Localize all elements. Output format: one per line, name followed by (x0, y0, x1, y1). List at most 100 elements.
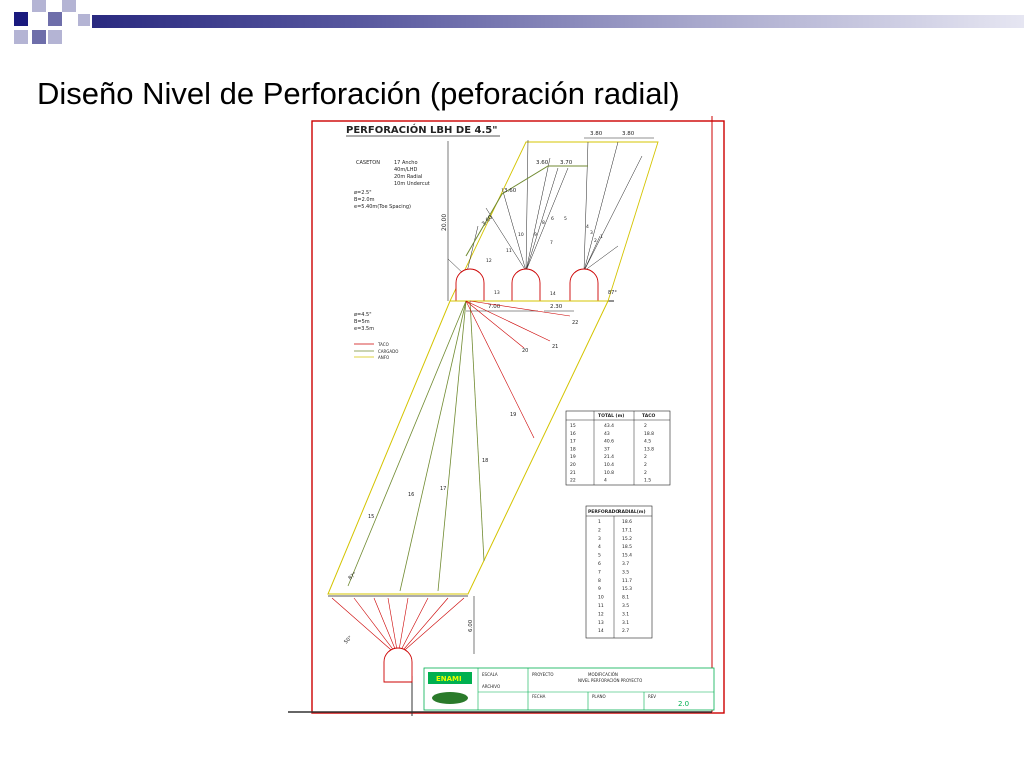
lower-hole (387, 597, 399, 657)
table-total-cell: 43.4 (604, 423, 614, 429)
gallery-2 (511, 268, 541, 302)
dim-a3: 50° (343, 635, 354, 646)
table-radial-cell: 3 (598, 536, 601, 542)
table-total-cell: 20 (570, 462, 576, 468)
logo-mark (432, 692, 468, 704)
table-total-cell: 10.4 (604, 462, 614, 468)
deco-square-6 (62, 0, 76, 12)
lower-hole (397, 597, 429, 657)
upper-fan-charge (465, 165, 588, 257)
long-holes-charge (347, 300, 485, 592)
dim-h600: 6.00 (468, 619, 474, 632)
cad-drawing: PERFORACIÓN LBH DE 4.5" CASETON 17 Ancho… (288, 116, 725, 716)
tb-proyecto: PROYECTO (532, 672, 553, 677)
gallery-1 (455, 268, 485, 302)
deco-square-7 (48, 30, 62, 44)
table-radial-cell: 2 (598, 527, 601, 533)
hole-line (583, 245, 619, 272)
hole-line (525, 167, 569, 272)
header-decoration (0, 0, 1024, 60)
table-radial-header-1: PERFORADO (588, 509, 619, 515)
logo-plate (428, 672, 472, 684)
table-total-border (565, 410, 671, 486)
table-radial-cell: 13 (598, 620, 604, 626)
table-total-header-taco: TACO (642, 413, 656, 419)
param-top-3: e=5.40m(Toe Spacing) (354, 204, 411, 210)
lower-hole (397, 597, 465, 657)
logo-text: ENAMI (436, 675, 462, 683)
label-hole-8: 8 (542, 220, 545, 226)
param-mid-3: e=3.5m (354, 326, 374, 332)
table-radial-cell: 3.7 (622, 561, 629, 567)
gallery-lower (383, 647, 413, 683)
table-total-cell: 18.8 (644, 431, 654, 437)
label-hole-15: 15 (368, 514, 374, 520)
slide-title: Diseño Nivel de Perforación (peforación … (37, 76, 680, 111)
label-hole-14: 14 (550, 291, 556, 297)
table-total-cell: 2 (644, 454, 647, 460)
lower-hole (397, 597, 409, 657)
long-hole-15 (347, 300, 467, 587)
dim-d2: 3.80 (622, 131, 635, 137)
table-radial-cell: 15.3 (622, 586, 632, 592)
legend: TACO CARGADO ANFO (354, 342, 398, 360)
lower-hole (373, 597, 399, 657)
table-radial-cell: 15.2 (622, 536, 632, 542)
table-total-cell: 17 (570, 439, 576, 445)
titleblock-border (423, 667, 715, 711)
table-radial-cell: 11.7 (622, 578, 632, 584)
drawing-heading: PERFORACIÓN LBH DE 4.5" (346, 123, 497, 136)
hole-line (485, 207, 527, 272)
table-total-cell: 21.4 (604, 454, 614, 460)
tb-value6: REV (648, 694, 656, 699)
tb-value3: NIVEL PERFORACIÓN PROYECTO (578, 678, 642, 683)
hole-line (583, 141, 589, 272)
table-radial-cell: 3.5 (622, 603, 629, 609)
dim-d4: 3.70 (560, 160, 573, 166)
table-total-cell: 15 (570, 423, 576, 429)
tb-value7: 2.0 (678, 700, 689, 708)
long-hole-21 (465, 300, 551, 342)
hole-line (465, 225, 479, 277)
legend-taco: TACO (377, 342, 389, 347)
table-radial-cell: 18.6 (622, 519, 632, 525)
lower-fan-lines (331, 597, 465, 657)
notes-top: CASETON 17 Ancho 40m/LHD 20m Radial 10m … (354, 160, 430, 332)
table-radial-cell: 3.1 (622, 611, 629, 617)
table-radial-cell: 11 (598, 603, 604, 609)
label-hole-13: 13 (494, 290, 500, 296)
deco-square-3 (48, 12, 62, 26)
label-hole-18: 18 (482, 458, 488, 464)
table-total-cell: 18 (570, 446, 576, 452)
lower-hole (331, 597, 399, 657)
dim-d1: 3.80 (590, 131, 603, 137)
table-total-cell: 40.6 (604, 439, 614, 445)
table-radial-cell: 5 (598, 553, 601, 559)
dim-d3: 3.60 (536, 160, 549, 166)
param-top-2: B=2.0m (354, 197, 375, 203)
param-top-1: ø=2.5" (354, 190, 372, 196)
table-radial-cell: 18.5 (622, 544, 632, 550)
table-total-cell: 1.5 (644, 478, 651, 484)
table-radial-cell: 1 (598, 519, 601, 525)
deco-square-2 (32, 0, 46, 12)
table-total-cell: 4 (604, 478, 607, 484)
label-hole-22: 22 (572, 320, 578, 326)
legend-anfo: ANFO (378, 355, 389, 360)
galleries (455, 268, 599, 302)
stope-outline (327, 300, 609, 595)
deco-square-1 (14, 12, 28, 26)
dim-a2: 87° (347, 571, 358, 582)
table-radial-cell: 3.5 (622, 569, 629, 575)
dim-w230: 2.30 (550, 304, 563, 310)
dim-d5: 3.60 (504, 188, 517, 194)
label-hole-3: 3 (590, 230, 593, 236)
hole-line (525, 167, 559, 272)
table-total-cell: 37 (604, 446, 610, 452)
deco-square-8 (78, 14, 90, 26)
table-total-cell: 10.8 (604, 470, 614, 476)
legend-cargado: CARGADO (378, 349, 398, 354)
long-hole-20 (465, 300, 525, 349)
main-stope (327, 300, 609, 595)
